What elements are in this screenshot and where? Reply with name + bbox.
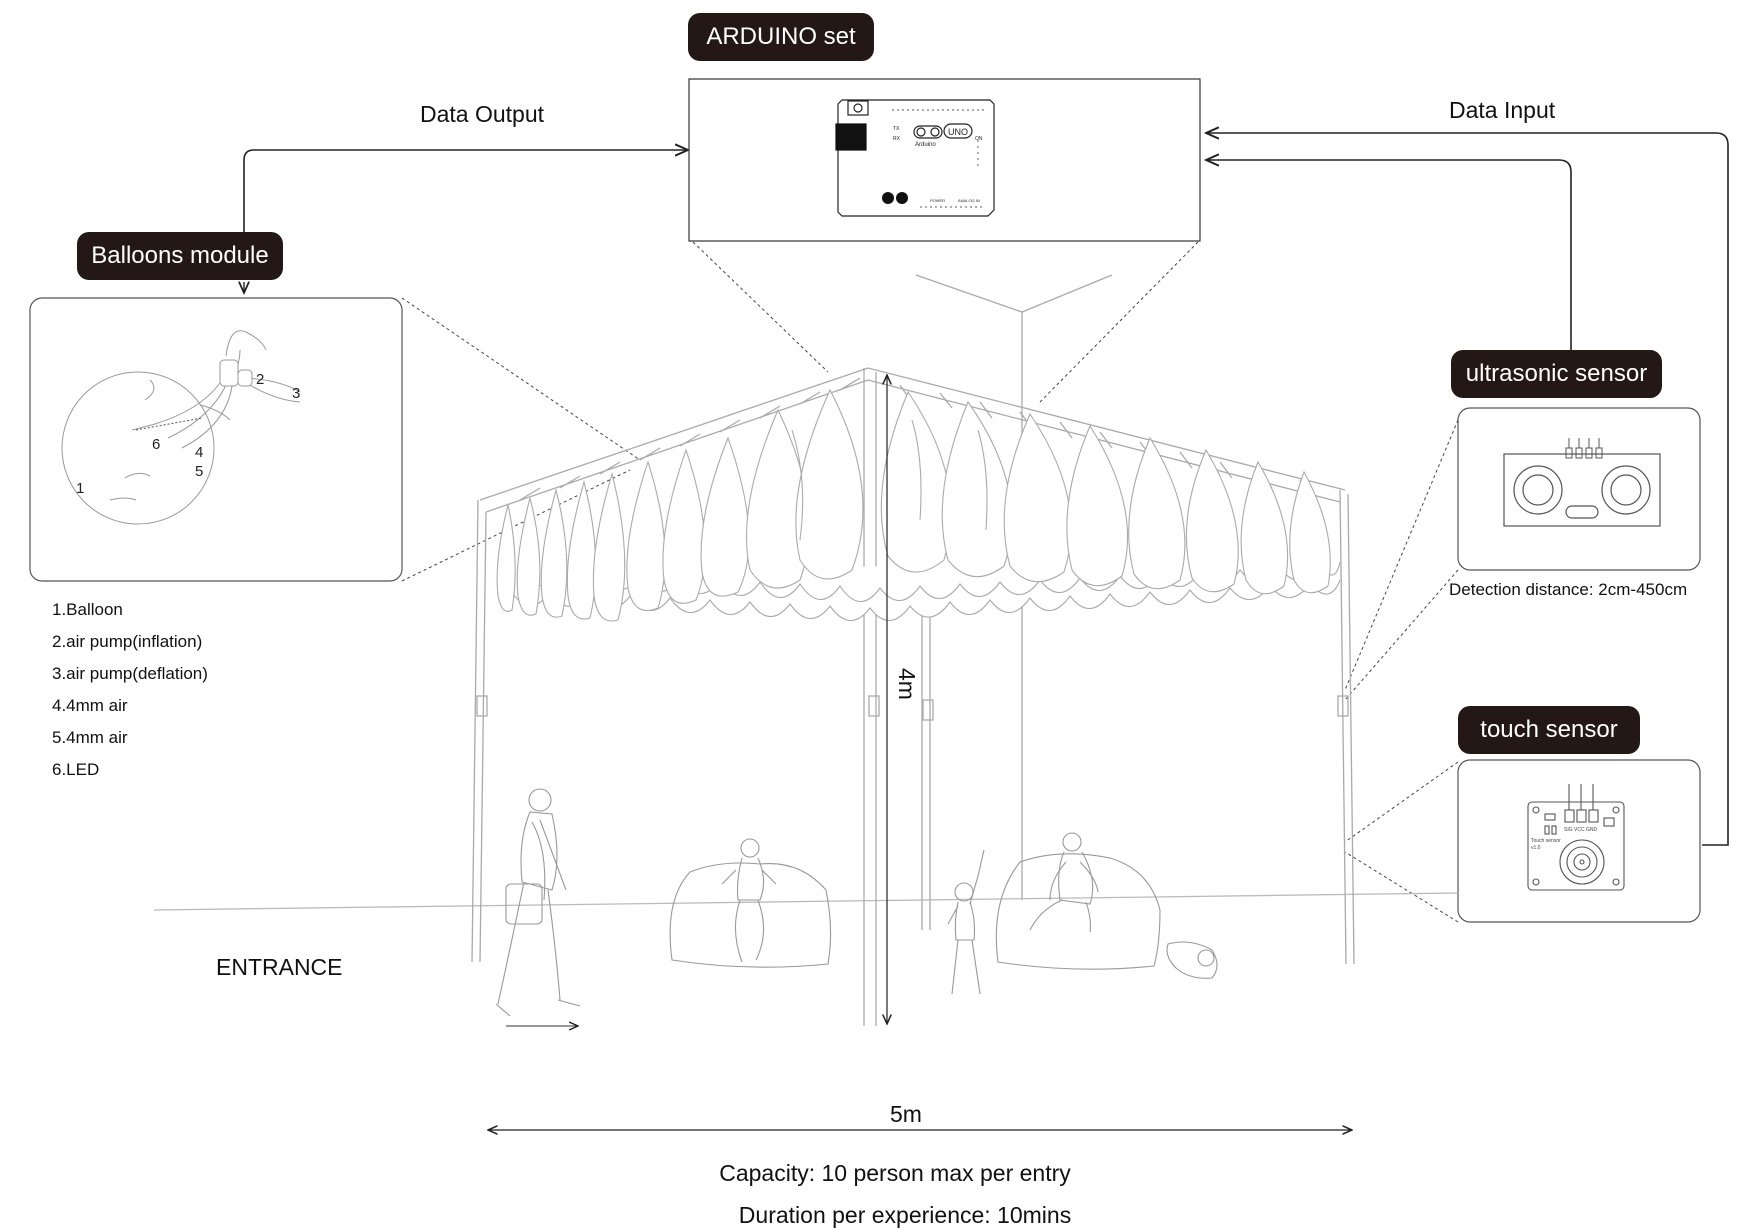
part-number-5: 5 (195, 463, 203, 480)
duration-label: Duration per experience: 10mins (738, 1202, 1072, 1228)
width-label: 5m (890, 1101, 922, 1127)
ultrasonic-sensor-label: ultrasonic sensor (1451, 350, 1662, 398)
touch-sensor-drawing (1527, 784, 1625, 891)
part-number-1: 1 (76, 480, 84, 497)
legend-item: 1.Balloon (52, 600, 123, 619)
board-on-label: ON (975, 136, 983, 142)
touch-version-label: v1.0 (1531, 845, 1541, 851)
data-output-label: Data Output (420, 101, 545, 127)
touch-name-label: Touch sensor (1531, 838, 1561, 844)
balloon-part-markers: 1 2 3 4 5 6 (76, 371, 300, 497)
legend-item: 3.air pump(deflation) (52, 664, 208, 683)
arduino-uno-board (835, 99, 995, 217)
legend-item: 4.4mm air (52, 696, 128, 715)
ultrasonic-sensor-drawing (1503, 438, 1661, 527)
board-power-label: POWER (930, 198, 945, 203)
balloons-module-label: Balloons module (77, 232, 283, 280)
entrance-label: ENTRANCE (216, 954, 343, 980)
scene-figures (495, 788, 1218, 1026)
legend-item: 5.4mm air (52, 728, 128, 747)
usb-port (835, 123, 867, 151)
part-number-4: 4 (195, 444, 203, 461)
balloons-module-box (29, 297, 403, 582)
capacity-label: Capacity: 10 person max per entry (719, 1160, 1071, 1186)
legend-item: 6.LED (52, 760, 100, 779)
balloon-parts-legend: 1.Balloon 2.air pump(inflation) 3.air pu… (52, 594, 208, 786)
legend-item: 2.air pump(inflation) (52, 632, 203, 651)
balloon-module-sketch (61, 330, 301, 525)
height-label: 4m (894, 668, 920, 700)
data-input-line-ultrasonic (1206, 160, 1572, 360)
part-number-2: 2 (256, 371, 264, 388)
detection-distance-label: Detection distance: 2cm-450cm (1449, 580, 1688, 599)
board-brand-label: Arduino (915, 142, 936, 148)
board-rx-label: RX (893, 136, 901, 142)
part-number-6: 6 (152, 436, 160, 453)
data-input-label: Data Input (1449, 97, 1556, 123)
board-uno-label: UNO (948, 127, 968, 137)
touch-sensor-label: touch sensor (1458, 706, 1640, 754)
touch-pins-label: SIG VCC GND (1564, 827, 1597, 833)
data-input-line-touch (1206, 133, 1729, 846)
arduino-set-label: ARDUINO set (688, 13, 874, 61)
arduino-board-labels: UNO Arduino ON TX RX POWER ANALOG IN (893, 126, 983, 203)
board-tx-label: TX (893, 126, 900, 132)
balloon-circle (61, 371, 215, 525)
data-output-line (243, 150, 688, 232)
touch-sensor-labels: SIG VCC GND Touch sensor v1.0 (1531, 827, 1597, 851)
balloon-canopy (496, 388, 1341, 622)
board-analog-label: ANALOG IN (958, 198, 980, 203)
callout-lines (401, 241, 1459, 923)
part-number-3: 3 (292, 385, 300, 402)
